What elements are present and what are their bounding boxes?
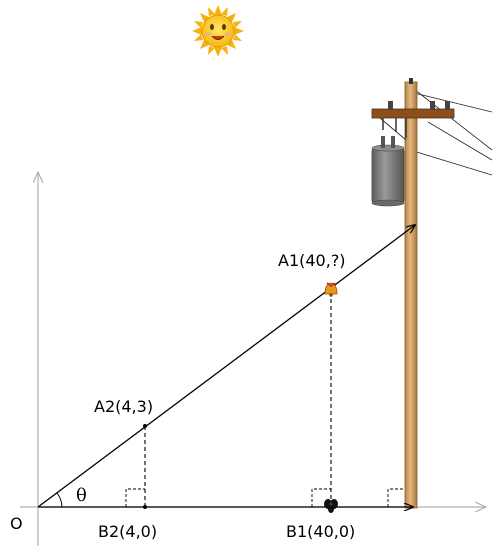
utility-pole-icon [371, 78, 492, 509]
bell-icon [324, 282, 338, 297]
point-a2 [143, 424, 147, 428]
right-angle-pole [387, 488, 405, 507]
b2-label: B2(4,0) [98, 522, 157, 541]
b1-label: B1(40,0) [286, 522, 355, 541]
right-angle-b1 [311, 488, 331, 507]
shadow-bug-icon [324, 499, 338, 513]
sun-face-icon [192, 5, 244, 57]
sight-line [37, 225, 415, 508]
right-angle-b2 [125, 488, 145, 507]
origin-label: O [10, 514, 23, 533]
transformer-icon [371, 136, 405, 207]
point-b2 [143, 505, 147, 509]
a2-label: A2(4,3) [94, 397, 153, 416]
theta-label: θ [76, 485, 87, 506]
a1-label: A1(40,?) [278, 251, 346, 270]
theta-arc [56, 492, 63, 508]
